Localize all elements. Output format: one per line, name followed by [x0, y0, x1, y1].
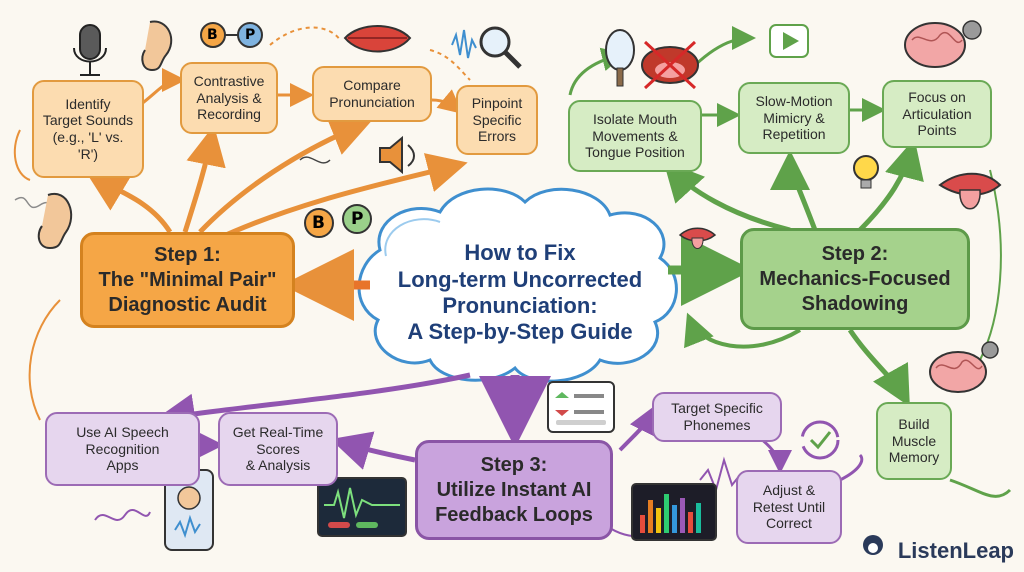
badge-b-top: B	[207, 27, 218, 43]
mirror-icon	[605, 29, 635, 71]
badge-p-top: P	[245, 27, 256, 43]
brand: ListenLeap	[898, 538, 1014, 564]
ear-icon-2	[37, 192, 73, 250]
speaker-icon	[379, 135, 403, 175]
step3-node-ai-apps: Use AI Speech Recognition Apps	[45, 412, 200, 486]
step2-node-isolate-mouth: Isolate Mouth Movements & Tongue Positio…	[568, 100, 702, 172]
step3-node-target-phonemes: Target Specific Phonemes	[652, 392, 782, 442]
step1-node-compare-pronunciation: Compare Pronunciation	[312, 66, 432, 122]
step1-node-pinpoint-errors: Pinpoint Specific Errors	[456, 85, 538, 155]
step2-box: Step 2: Mechanics-Focused Shadowing	[740, 228, 970, 330]
center-cloud	[357, 187, 678, 383]
badge-b-mid: B	[312, 213, 325, 233]
step3-node-adjust-retest: Adjust & Retest Until Correct	[736, 470, 842, 544]
step2-node-muscle-memory: Build Muscle Memory	[876, 402, 952, 480]
brand-name: ListenLeap	[897, 538, 1014, 563]
badge-p-mid: P	[351, 209, 364, 229]
sound-wave-magnifier-icon	[451, 29, 477, 59]
refresh-check-icon	[800, 420, 840, 460]
tongue-icon	[938, 172, 1002, 196]
step1-node-identify-target-sounds: Identify Target Sounds (e.g., 'L' vs. 'R…	[32, 80, 144, 178]
step1-box: Step 1: The "Minimal Pair" Diagnostic Au…	[80, 232, 295, 328]
step1-node-contrastive-analysis: Contrastive Analysis & Recording	[180, 62, 278, 134]
ear-icon	[141, 20, 173, 72]
brain-gear-icon	[904, 22, 966, 68]
step2-node-articulation: Focus on Articulation Points	[882, 80, 992, 148]
tongue-icon-small	[678, 227, 717, 242]
microphone-icon	[79, 24, 101, 60]
center-title: How to Fix Long-term Uncorrected Pronunc…	[397, 240, 643, 345]
step3-box: Step 3: Utilize Instant AI Feedback Loop…	[415, 440, 613, 540]
lightbulb-icon	[853, 155, 879, 181]
brain-gear-icon-2	[929, 351, 987, 393]
step3-node-real-time-scores: Get Real-Time Scores & Analysis	[218, 412, 338, 486]
lips-icon	[343, 25, 412, 53]
step2-node-slow-motion: Slow-Motion Mimicry & Repetition	[738, 82, 850, 154]
waveform-monitor-icon	[317, 477, 407, 537]
